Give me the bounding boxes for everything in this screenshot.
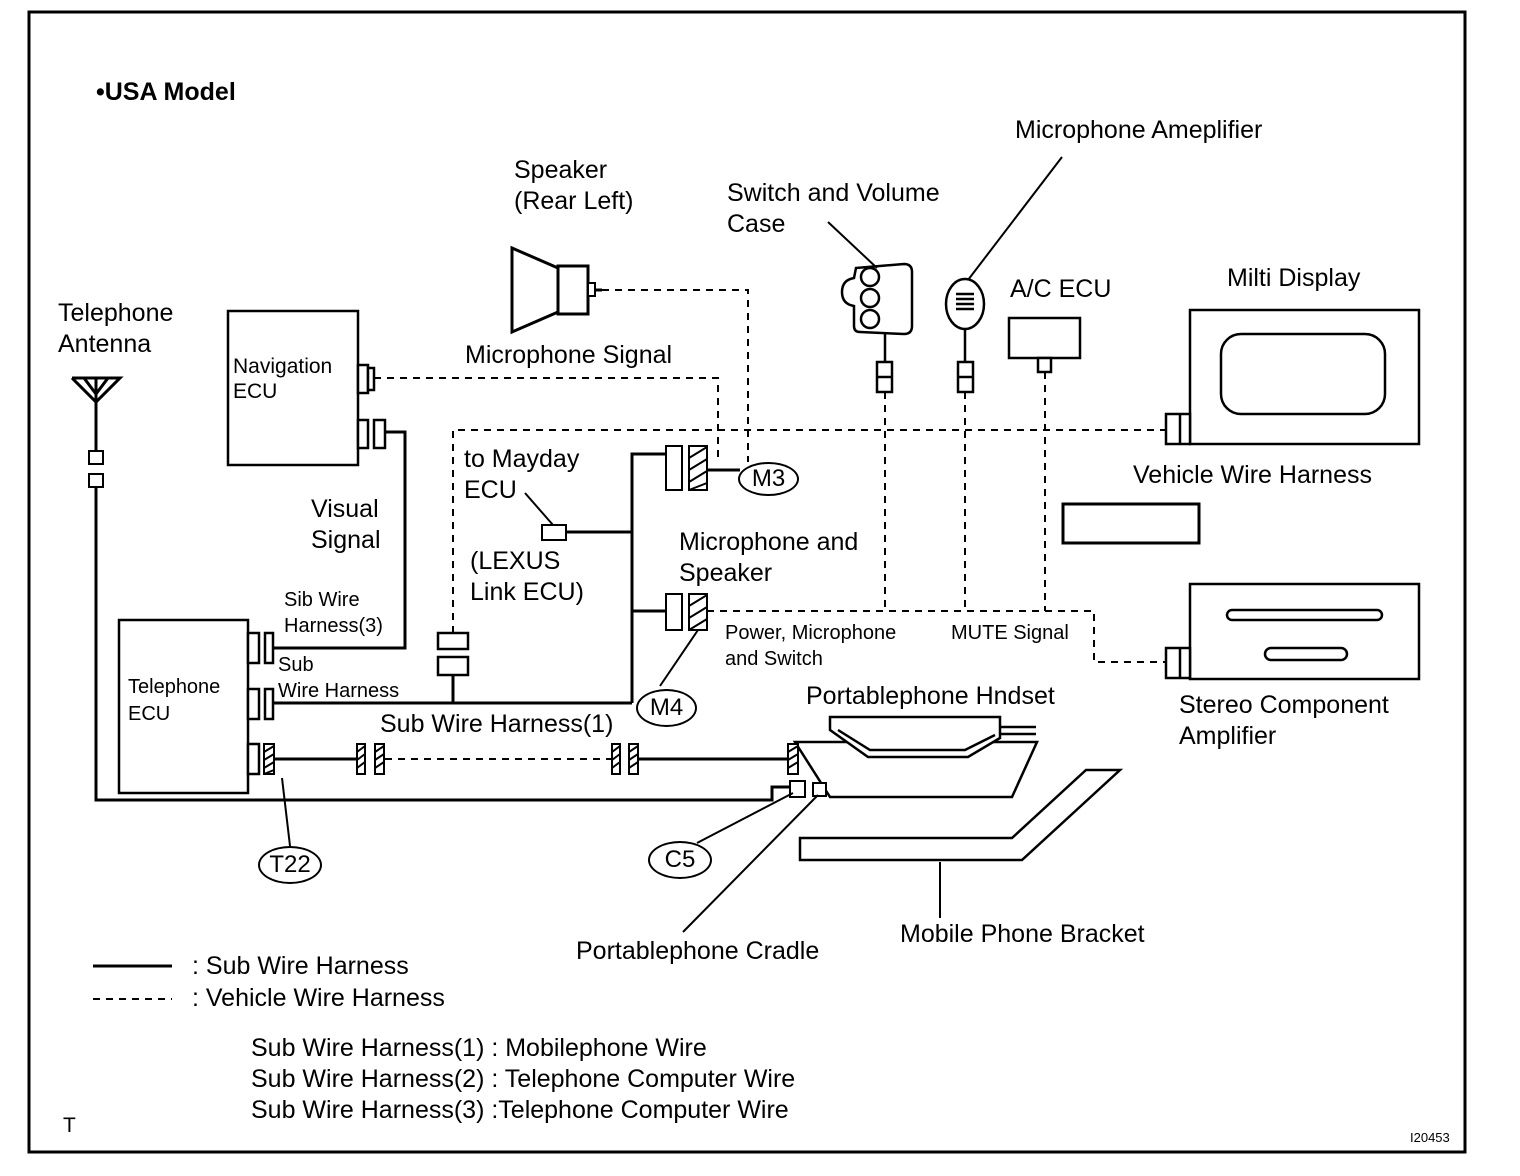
c5-connector [787,743,799,775]
lexus-link-ecu-label: (LEXUS Link ECU) [470,547,584,606]
note-line-2: Sub Wire Harness(2) : Telephone Computer… [251,1065,796,1093]
telephone-ecu [117,618,275,795]
telephone-antenna [70,376,124,488]
connector-m4-code: M4 [636,689,697,727]
microphone-amplifier [944,277,986,394]
sub-wire-harness-3-label: Sib Wire Harness(3) [284,589,383,637]
portablephone-handset [792,715,1039,799]
speaker-rear-left [510,245,596,335]
legend-solid-label: : Sub Wire Harness [192,952,409,980]
portablephone-cradle-label: Portablephone Cradle [576,937,820,965]
multi-display [1164,308,1421,446]
microphone-signal-label: Microphone Signal [465,341,673,369]
legend-dashed-label: : Vehicle Wire Harness [192,984,445,1012]
switch-volume-case-label: Switch and Volume Case [727,179,940,238]
lexus-link-ecu-connector [541,524,567,541]
speaker-label: Speaker (Rear Left) [514,156,634,215]
note-line-1: Sub Wire Harness(1) : Mobilephone Wire [251,1034,707,1062]
sub-wire-harness-wires [94,288,790,802]
corner-mark: T [63,1114,76,1137]
leader-lines [281,777,941,933]
m3-connector [665,445,708,491]
portablephone-handset-label: Portablephone Hndset [806,682,1055,710]
diagram-frame [27,10,1467,1154]
mute-signal-label: MUTE Signal [951,622,1069,644]
figure-code: I20453 [1410,1130,1450,1145]
sub-wire-harness-1-label: Sub Wire Harness(1) [380,710,614,738]
navigation-ecu [226,309,387,467]
ac-ecu [1007,316,1082,374]
mayday-ecu-label: to Mayday ECU [464,445,580,504]
microphone-speaker-label: Microphone and Speaker [679,528,859,587]
sub-wire-harness-label: Sub Wire Harness [278,654,400,702]
vehicle-wire-harness-label: Vehicle Wire Harness [1133,461,1372,489]
portablephone-cradle-connectors [789,780,827,798]
connector-m3-code: M3 [738,462,799,496]
power-microphone-switch-label: Power, Microphone and Switch [725,622,897,670]
stereo-amplifier-label: Stereo Component Amplifier [1179,691,1389,750]
connector-t22-code: T22 [258,846,322,884]
t22-connector [263,743,275,775]
vehicle-wire-harness-box [1061,502,1201,545]
visual-signal-label: Visual Signal [311,495,381,554]
telephone-ecu-label: Telephone ECU [128,676,221,725]
mobile-phone-bracket-label: Mobile Phone Bracket [900,920,1145,948]
telephone-antenna-label: Telephone Antenna [58,299,174,358]
vehicle-wire-harness-wires [374,289,1166,760]
ac-ecu-label: A/C ECU [1010,275,1112,303]
inline-connectors-sub-harness-1 [356,743,639,775]
note-line-3: Sub Wire Harness(3) :Telephone Computer … [251,1096,789,1124]
navigation-ecu-label: Navigation ECU [233,355,333,403]
mobile-phone-bracket [798,768,1124,862]
microphone-amplifier-label: Microphone Ameplifier [1015,116,1263,144]
connector-c5-code: C5 [648,841,712,879]
m4-connector [665,593,708,631]
mayday-connector [436,631,470,677]
page-title: •USA Model [96,78,236,106]
switch-volume-case [840,262,914,394]
multi-display-label: Milti Display [1227,264,1361,292]
stereo-component-amplifier [1164,582,1421,681]
